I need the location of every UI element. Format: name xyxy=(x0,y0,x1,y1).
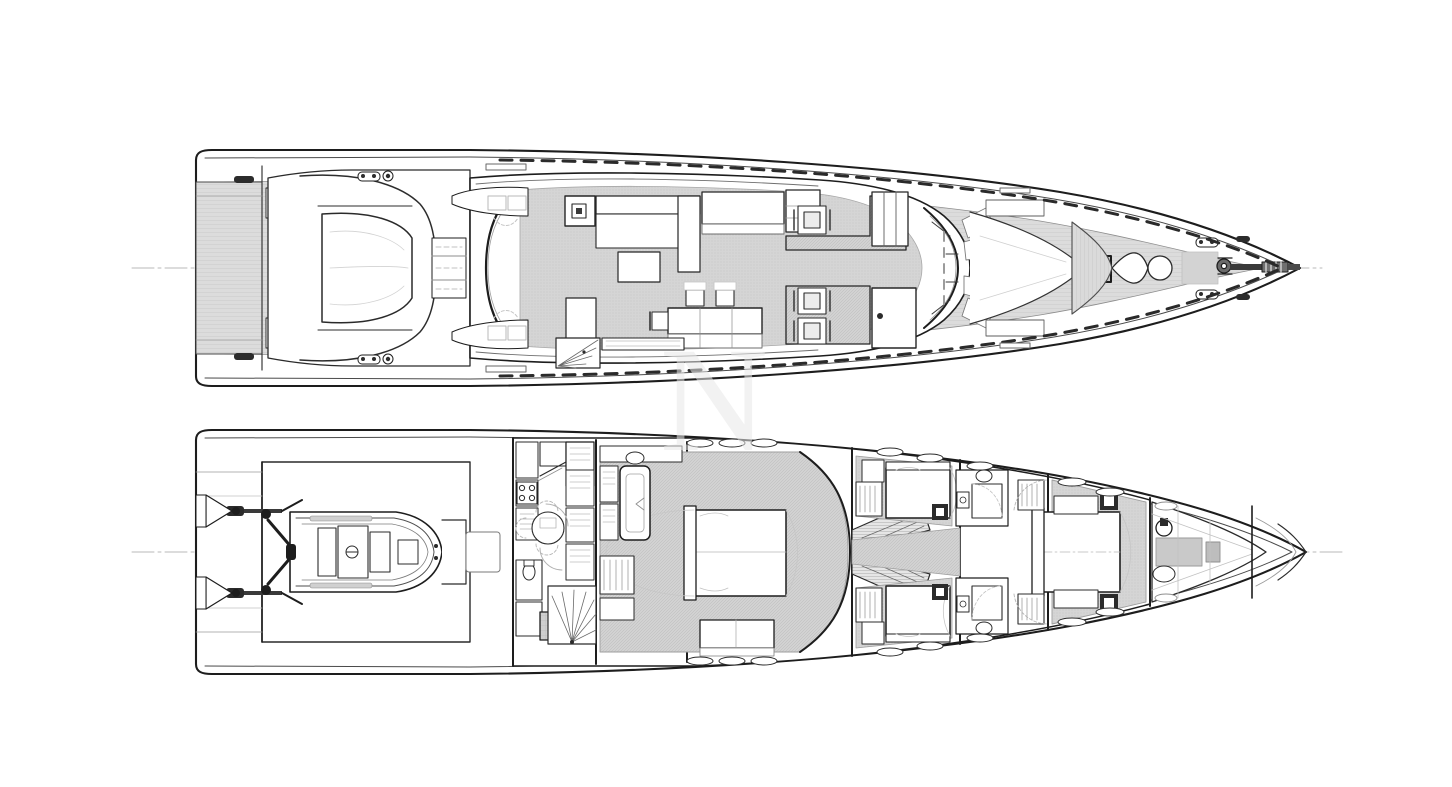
tender-garage xyxy=(195,461,471,643)
side-lounger-starboard xyxy=(451,310,529,350)
guest-cabins xyxy=(855,447,1009,657)
galley-stove xyxy=(516,481,538,505)
stairs-up xyxy=(535,461,567,483)
deck-hardware-main xyxy=(234,170,1250,365)
windscreen xyxy=(923,207,959,329)
dinette xyxy=(555,281,763,369)
forepeak-storage xyxy=(1151,501,1267,603)
hull-portlight xyxy=(1057,477,1125,627)
salon-side-glass xyxy=(475,178,819,358)
wardrobe xyxy=(855,587,883,623)
cockpit-step-block xyxy=(431,237,467,299)
garage-door xyxy=(317,205,413,331)
rudder xyxy=(266,518,294,586)
washbasin xyxy=(956,491,970,509)
master-bathroom xyxy=(599,445,683,541)
wardrobe xyxy=(855,481,883,517)
foredeck-coachroof xyxy=(969,199,1073,337)
helm-seat xyxy=(793,317,831,345)
master-cabin xyxy=(599,438,961,666)
washbasin xyxy=(956,595,970,613)
vip-cabin xyxy=(1013,477,1147,627)
hull-frames-bow xyxy=(1255,517,1297,587)
transom-locker xyxy=(465,531,501,573)
forepeak-capstan xyxy=(1155,518,1173,537)
watermark: N xyxy=(660,317,768,483)
washbasin xyxy=(625,451,645,465)
shower xyxy=(971,483,1003,519)
rubrail-dashes xyxy=(498,158,1284,378)
toilet xyxy=(975,621,993,635)
tender xyxy=(289,511,443,593)
helm-station xyxy=(785,191,917,349)
guest-cabin-port xyxy=(855,447,1009,527)
side-lounger-port xyxy=(451,186,529,226)
hull-portlight xyxy=(686,438,778,666)
watermark-text: N xyxy=(660,317,768,483)
wardrobe xyxy=(599,555,635,621)
companionway-stairs xyxy=(547,585,597,645)
guest-bathroom-starboard xyxy=(955,577,1009,635)
bow-deck xyxy=(1147,251,1300,285)
swim-platform xyxy=(195,165,263,371)
toilet xyxy=(522,559,536,581)
crew-mess xyxy=(515,500,565,556)
helm-seat xyxy=(793,205,831,235)
deck-hatch xyxy=(485,163,1031,373)
sofa xyxy=(699,619,775,657)
helm-seat xyxy=(793,287,831,315)
guest-bathroom-port xyxy=(955,469,1009,527)
propulsion xyxy=(195,494,303,610)
crew-galley xyxy=(515,441,597,645)
double-bed xyxy=(605,505,798,601)
wardrobe xyxy=(1017,479,1045,625)
view-lower-deck xyxy=(131,428,1346,676)
hull-portlight xyxy=(1154,501,1178,603)
hull-portlight xyxy=(876,447,994,471)
guest-cabin-starboard xyxy=(855,577,1009,657)
stairs-down-main xyxy=(555,337,601,369)
propeller xyxy=(195,494,240,528)
toilet xyxy=(975,469,993,483)
view-main-deck xyxy=(131,148,1323,388)
double-bed xyxy=(1031,507,1132,597)
bathtub xyxy=(619,465,651,541)
aft-sunpad xyxy=(321,212,413,324)
propeller xyxy=(195,576,240,610)
hull-portlight xyxy=(876,633,994,657)
shower xyxy=(971,585,1003,621)
